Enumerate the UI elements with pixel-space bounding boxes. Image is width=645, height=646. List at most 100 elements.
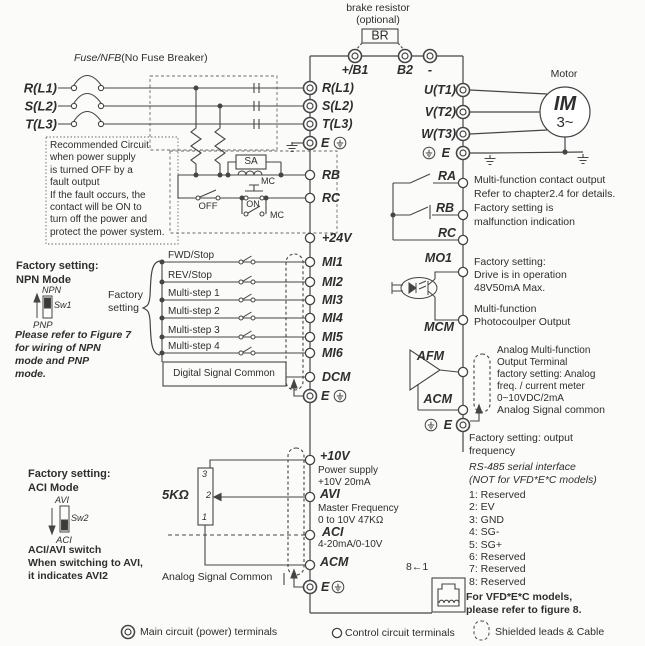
factory-setting-brace-label: Factory setting [108, 289, 144, 315]
brake-optional-label: (optional) [356, 14, 400, 26]
analog-signal-common-label: Analog Signal Common [162, 571, 273, 583]
terminal-label-avi: AVI [320, 487, 340, 501]
rs485-pin-7: 7: Reserved [469, 563, 526, 576]
terminal-label-mi3: MI3 [322, 293, 343, 307]
on-pushbutton [243, 184, 265, 201]
shield-oval-afm [473, 353, 491, 413]
mc-coil-label: MC [261, 176, 275, 186]
legend-main-terminals: Main circuit (power) terminals [140, 626, 278, 638]
br-dashed-leads [355, 42, 405, 51]
terminal-aci [304, 529, 316, 541]
rs485-factory-setting: Factory setting: output frequency [469, 432, 573, 458]
terminal-label-mi5: MI5 [322, 330, 343, 344]
terminal-mcm [457, 314, 469, 326]
terminal-mi5 [304, 331, 316, 343]
legend-control-terminals: Control circuit terminals [345, 627, 455, 639]
terminal-mi1 [304, 256, 316, 268]
terminal-avi [304, 491, 316, 503]
terminal-label-mi6: MI6 [322, 346, 343, 360]
digital-input-label-6: Multi-step 4 [168, 341, 220, 352]
terminal-label-mi4: MI4 [322, 311, 343, 325]
rs485-pin-6: 6: Reserved [469, 551, 526, 563]
rj45-connector-icon [431, 577, 466, 613]
terminal-label-afm: AFM [416, 349, 444, 363]
terminal-s-l2 [302, 98, 318, 114]
terminal-label-mi1: MI1 [322, 255, 343, 269]
ac-input-label-3: T(L3) [25, 116, 57, 132]
fuse-arcs [73, 74, 102, 122]
terminal-rc [304, 192, 316, 204]
avi-label: AVI [55, 495, 70, 505]
pe-icon [422, 146, 436, 160]
sw2-label: Sw2 [71, 513, 89, 523]
npn-factory-setting: Factory setting: NPN Mode [16, 260, 99, 286]
digital-input-circuit [141, 253, 305, 397]
pot-pin-2: 2 [206, 490, 212, 500]
on-label: ON [246, 199, 260, 209]
pot-pin-1: 1 [202, 512, 208, 522]
pe-icon [424, 418, 438, 432]
terminal-label-b2: B2 [397, 63, 413, 77]
ac-input-label-2: S(L2) [24, 98, 58, 114]
rb-nc-contact [393, 205, 458, 219]
terminal-mi3 [304, 294, 316, 306]
p10-wire [209, 459, 305, 468]
terminal-label-e: E [321, 389, 330, 403]
terminal-dcm [304, 371, 316, 383]
pot-pin-3: 3 [202, 469, 208, 479]
terminal-label-rb: RB [435, 201, 454, 215]
terminal-t-l3 [302, 116, 318, 132]
npn-label: NPN [42, 285, 62, 295]
terminal-afm [457, 366, 469, 378]
terminal-label-rl1: R(L1) [322, 81, 354, 95]
digital-input-label-4: Multi-step 2 [168, 306, 220, 317]
digital-input-label-3: Multi-step 1 [168, 288, 220, 299]
terminal-e-out [455, 417, 471, 433]
factory-setting-brace [141, 260, 161, 356]
terminal-24v [304, 232, 316, 244]
terminal-label-ut1: U(T1) [424, 83, 456, 97]
terminal-label-e: E [321, 136, 330, 150]
terminal-label-e: E [321, 580, 330, 594]
legend-icons [120, 620, 490, 641]
capacitor-symbols [253, 83, 260, 129]
mcm-desc: Multi-function Photocoulper Output [474, 303, 571, 329]
input-filter-dashed-box [149, 75, 278, 151]
rs485-pin-8: 8: Reserved [469, 575, 526, 588]
aci-avi-note: ACI/AVI switch When switching to AVI, it… [28, 544, 143, 583]
terminal-r-l1 [302, 80, 318, 96]
rs485-title: RS-485 serial interface (NOT for VFD*E*C… [469, 461, 597, 487]
digital-signal-common-label: Digital Signal Common [173, 367, 275, 379]
sa-box [235, 154, 267, 170]
ac-input-label-1: R(L1) [23, 80, 57, 96]
aci-desc: 4-20mA/0-10V [318, 539, 383, 550]
terminal-label-rb: RB [322, 168, 341, 182]
terminal-label-e: E [441, 146, 450, 160]
rs485-pin-3: 3: GND [469, 513, 505, 526]
fuse-label: Fuse/NFB(No Fuse Breaker) [74, 52, 208, 64]
rs485-pin-5: 5: SG+ [469, 538, 502, 551]
motor-label: Motor [550, 68, 578, 80]
terminal-10v [304, 454, 316, 466]
terminal-v-t2 [455, 104, 471, 120]
sw2-aci-switch-icon [48, 505, 70, 536]
brake-resistor-label: brake resistor [346, 2, 410, 14]
terminal-mo1 [457, 266, 469, 278]
avi-desc: Master Frequency 0 to 10V 47KΩ [318, 503, 399, 527]
terminal-w-t3 [455, 126, 471, 142]
terminal-minus [422, 48, 438, 64]
control-terminal-legend-icon [331, 627, 343, 639]
digital-input-label-1: FWD/Stop [168, 250, 215, 261]
terminal-label-aci: ACI [322, 525, 344, 539]
mo1-desc: Factory setting: Drive is in operation 4… [474, 256, 567, 295]
terminal-e-analog [302, 579, 318, 595]
terminal-rc-out [457, 234, 469, 246]
shield-arrow-icon [290, 568, 298, 579]
terminal-rb-out [457, 209, 469, 221]
motor-im-label: IM [553, 93, 577, 115]
led-triangle [408, 282, 417, 294]
terminal-acm-out [457, 404, 469, 416]
rs485-pin-1: 1: Reserved [469, 489, 526, 501]
off-switch [195, 189, 221, 201]
